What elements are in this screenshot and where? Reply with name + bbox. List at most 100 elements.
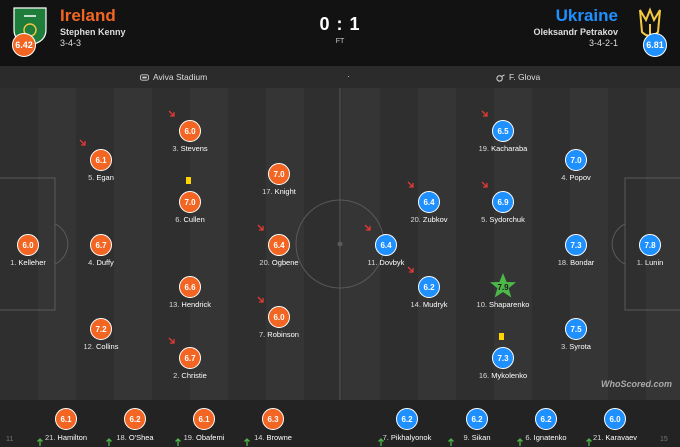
sub-on-arrow-icon xyxy=(448,438,454,446)
player-name: Egan xyxy=(96,173,114,182)
home-team-rating: 6.42 xyxy=(12,33,36,57)
player-rating: 6.2 xyxy=(124,408,146,430)
match-info-bar: Aviva Stadium · F. Glova xyxy=(0,66,680,88)
home-player[interactable]: 7.2 12.Collins xyxy=(61,318,141,351)
player-name: Kacharaba xyxy=(491,144,528,153)
player-name: Robinson xyxy=(267,330,299,339)
player-name: Christie xyxy=(181,371,207,380)
home-player[interactable]: 6.1 5.Egan xyxy=(61,139,141,182)
player-name: Sikan xyxy=(471,433,491,442)
player-number: 12. xyxy=(83,342,94,351)
away-player[interactable]: 7.3 18.Bondar xyxy=(536,234,616,267)
player-rating: 7.0 xyxy=(179,191,201,213)
home-substitute[interactable]: 6.3 14.Browne xyxy=(228,408,318,446)
player-number: 7. xyxy=(259,330,266,339)
player-rating: 7.9 xyxy=(490,273,516,298)
player-rating: 7.5 xyxy=(565,318,587,340)
home-player[interactable]: 7.0 6.Cullen xyxy=(150,177,230,224)
player-name: Bondar xyxy=(570,258,595,267)
home-player[interactable]: 6.0 3.Stevens xyxy=(150,110,230,153)
player-rating: 6.7 xyxy=(90,234,112,256)
away-substitute[interactable]: 6.2 9.Sikan xyxy=(432,408,522,446)
player-number: 21. xyxy=(44,433,56,442)
player-number: 14. xyxy=(410,300,421,309)
whoscored-watermark: WhoScored.com xyxy=(600,379,672,389)
away-player[interactable]: 6.4 11.Dovbyk xyxy=(346,224,426,267)
away-player[interactable]: 7.8 1.Lunin xyxy=(610,234,680,267)
home-player[interactable]: 6.7 2.Christie xyxy=(150,337,230,380)
player-rating: 6.2 xyxy=(396,408,418,430)
away-substitute[interactable]: 6.2 7.Pikhalyonok xyxy=(362,408,452,446)
away-player[interactable]: 6.2 14.Mudryk xyxy=(389,266,469,309)
away-coach-name: Oleksandr Petrakov xyxy=(533,27,618,37)
player-number: 13. xyxy=(168,300,180,309)
player-name: Karavaev xyxy=(605,433,638,442)
player-rating: 6.3 xyxy=(262,408,284,430)
away-player[interactable]: 6.4 20.Zubkov xyxy=(389,181,469,224)
home-team-name[interactable]: Ireland xyxy=(60,6,116,25)
player-rating: 6.0 xyxy=(179,120,201,142)
player-number: 2. xyxy=(173,371,180,380)
player-number: 19. xyxy=(478,144,490,153)
player-name: Kelleher xyxy=(18,258,46,267)
away-formation: 3-4-2-1 xyxy=(588,38,618,48)
home-player[interactable]: 6.0 1.Kelleher xyxy=(0,234,68,267)
player-number: 19. xyxy=(183,433,195,442)
player-number: 1. xyxy=(636,258,643,267)
player-number: 20. xyxy=(259,258,270,267)
away-player[interactable]: 7.0 4.Popov xyxy=(536,149,616,182)
away-substitute[interactable]: 6.2 6.Ignatenko xyxy=(501,408,591,446)
home-substitute[interactable]: 6.1 21.Hamilton xyxy=(21,408,111,446)
player-rating: 6.2 xyxy=(466,408,488,430)
player-name: Mudryk xyxy=(422,300,448,309)
home-substitute[interactable]: 6.1 19.Obafemi xyxy=(159,408,249,446)
home-substitute[interactable]: 6.2 18.O'Shea xyxy=(90,408,180,446)
player-name: Knight xyxy=(274,187,296,196)
player-rating: 7.0 xyxy=(268,163,290,185)
player-name: Mykolenko xyxy=(491,371,528,380)
home-player[interactable]: 6.0 7.Robinson xyxy=(239,296,319,339)
player-number: 20. xyxy=(410,215,421,224)
player-number: 21. xyxy=(592,433,604,442)
away-substitute[interactable]: 6.0 21.Karavaev xyxy=(570,408,660,446)
sub-off-arrow-icon xyxy=(257,296,264,303)
player-rating: 6.2 xyxy=(418,276,440,298)
player-rating: 7.3 xyxy=(565,234,587,256)
referee-info: F. Glova xyxy=(496,72,540,82)
away-player[interactable]: 6.9 5.Sydorchuk xyxy=(463,181,543,224)
away-player[interactable]: 7.9 10.Shaparenko xyxy=(463,273,543,309)
player-name: O'Shea xyxy=(128,433,154,442)
sub-off-arrow-icon xyxy=(407,181,414,188)
home-player[interactable]: 6.4 20.Ogbene xyxy=(239,224,319,267)
stadium-icon xyxy=(140,73,149,81)
away-team-name[interactable]: Ukraine xyxy=(555,6,618,25)
player-number: 6. xyxy=(525,433,532,442)
player-number: 4. xyxy=(88,258,95,267)
player-number: 3. xyxy=(561,342,568,351)
player-name: Pikhalyonok xyxy=(390,433,432,442)
man-of-the-match-star-icon xyxy=(490,273,516,298)
player-number: 6. xyxy=(175,215,182,224)
away-player[interactable]: 7.5 3.Syrota xyxy=(536,318,616,351)
away-player[interactable]: 6.5 19.Kacharaba xyxy=(463,110,543,153)
home-player[interactable]: 6.7 4.Duffy xyxy=(61,234,141,267)
player-number: 7. xyxy=(382,433,389,442)
yellow-card-icon xyxy=(499,333,504,340)
player-name: Cullen xyxy=(183,215,205,224)
player-number: 10. xyxy=(476,300,487,309)
sub-off-arrow-icon xyxy=(79,139,86,146)
sub-off-arrow-icon xyxy=(364,224,371,231)
home-player[interactable]: 6.6 13.Hendrick xyxy=(150,276,230,309)
player-rating: 6.0 xyxy=(17,234,39,256)
away-player[interactable]: 7.3 16.Mykolenko xyxy=(463,333,543,380)
home-player[interactable]: 7.0 17.Knight xyxy=(239,163,319,196)
yellow-card-icon xyxy=(186,177,191,184)
player-name: Syrota xyxy=(569,342,591,351)
home-formation: 3-4-3 xyxy=(60,38,82,48)
sub-on-arrow-icon xyxy=(37,438,43,446)
player-rating: 6.4 xyxy=(418,191,440,213)
info-separator: · xyxy=(347,71,350,81)
player-rating: 6.9 xyxy=(492,191,514,213)
player-number: 9. xyxy=(463,433,470,442)
sub-off-arrow-icon xyxy=(481,181,488,188)
